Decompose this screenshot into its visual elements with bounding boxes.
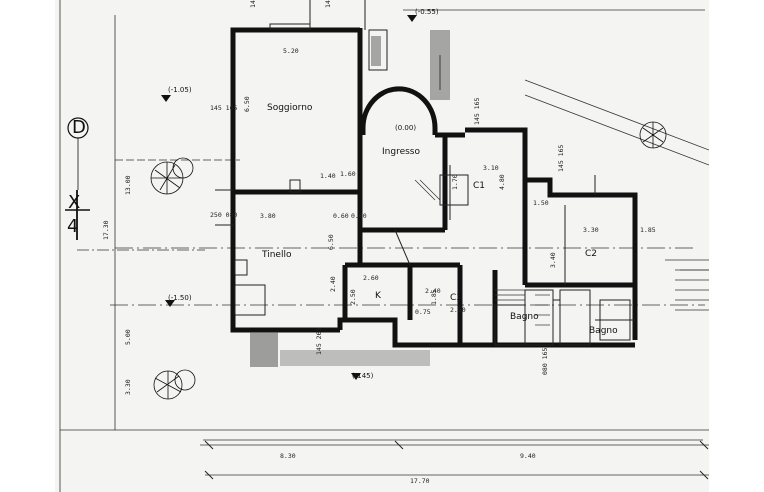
dim-wall-b: 145 165 [249,0,257,8]
dim-c2-width: 3.30 [583,226,599,234]
dim-k-side: 2.40 [329,276,337,292]
room-c1: C1 [473,181,485,191]
dim-small-5: 0.75 [415,308,431,316]
dim-c3-height: 2.50 [450,306,466,314]
stair-hatching [414,179,709,326]
dim-bottom-right: 9.40 [520,452,536,460]
section-number-label: 4 [67,216,78,237]
drawing-sheet: D X 4 Soggiorno Ingresso C1 C2 C3 Tinell… [55,0,709,492]
dim-wall-d: 145 165 [473,98,481,125]
dim-c2-height: 3.40 [549,252,557,268]
dim-small-7: 1.50 [533,199,549,207]
dim-bottom-left: 8.30 [280,452,296,460]
dimension-ticks [204,440,709,480]
dim-wall-a: 145 165 [210,104,237,112]
dim-wall-145-265: 145 265 [315,328,323,355]
dim-small-1: 1.60 [340,170,356,178]
room-bagno-1: Bagno [510,312,539,322]
room-c3: C3 [450,293,462,303]
floor-plan: D X 4 Soggiorno Ingresso C1 C2 C3 Tinell… [59,0,709,492]
frame-lines [59,0,709,492]
level-ingresso: (0.00) [395,124,416,132]
level-left-upper: (-1.05) [168,86,192,94]
room-soggiorno: Soggiorno [267,103,313,113]
planters [250,30,450,367]
section-x-label: X [68,192,80,213]
dim-k-width: 2.60 [363,274,379,282]
interior-lines [215,0,635,346]
room-tinello: Tinello [261,250,292,260]
dim-soggiorno-height: 6.50 [243,96,251,112]
dim-small-4: 1.85 [430,289,438,305]
level-top: (-0.55) [415,8,439,16]
dim-k-height: 2.50 [349,289,357,305]
dim-small-3: 0.60 [351,212,367,220]
dim-wall-250-080: 250 080 [210,211,237,219]
tree-symbols [150,121,667,400]
section-marker [65,117,90,240]
room-c2: C2 [585,249,597,259]
dim-tinello-height: 6.50 [327,234,335,250]
level-markers [161,15,417,380]
dim-lower-height: 3.30 [124,379,132,395]
dim-mid-height: 5.00 [124,329,132,345]
dim-c1-height: 4.80 [498,174,506,190]
dim-soggiorno-width: 5.20 [283,47,299,55]
room-bagno-2: Bagno [589,326,618,336]
dim-tinello-width: 3.80 [260,212,276,220]
dim-c2-side: 1.85 [640,226,656,234]
dim-c1-side: 1.70 [451,174,459,190]
room-k: K [375,291,382,301]
dim-wall-c: 145 165 [324,0,332,8]
dim-left-height: 17.30 [102,220,110,240]
room-ingresso: Ingresso [382,147,420,157]
dim-wall-e: 145 165 [557,145,565,172]
level-bottom: (-145) [352,372,374,380]
dim-bottom-total: 17.70 [410,477,430,485]
level-left-lower: (-1.50) [168,294,192,302]
section-circle-label: D [72,117,86,138]
dim-small-6: 1.40 [320,172,336,180]
dim-small-2: 0.60 [333,212,349,220]
dim-wall-080-165: 080 165 [541,348,549,375]
dim-total-height: 13.00 [124,175,132,195]
dim-c3-width: 2.40 [425,287,441,295]
dim-c1-width: 3.10 [483,164,499,172]
